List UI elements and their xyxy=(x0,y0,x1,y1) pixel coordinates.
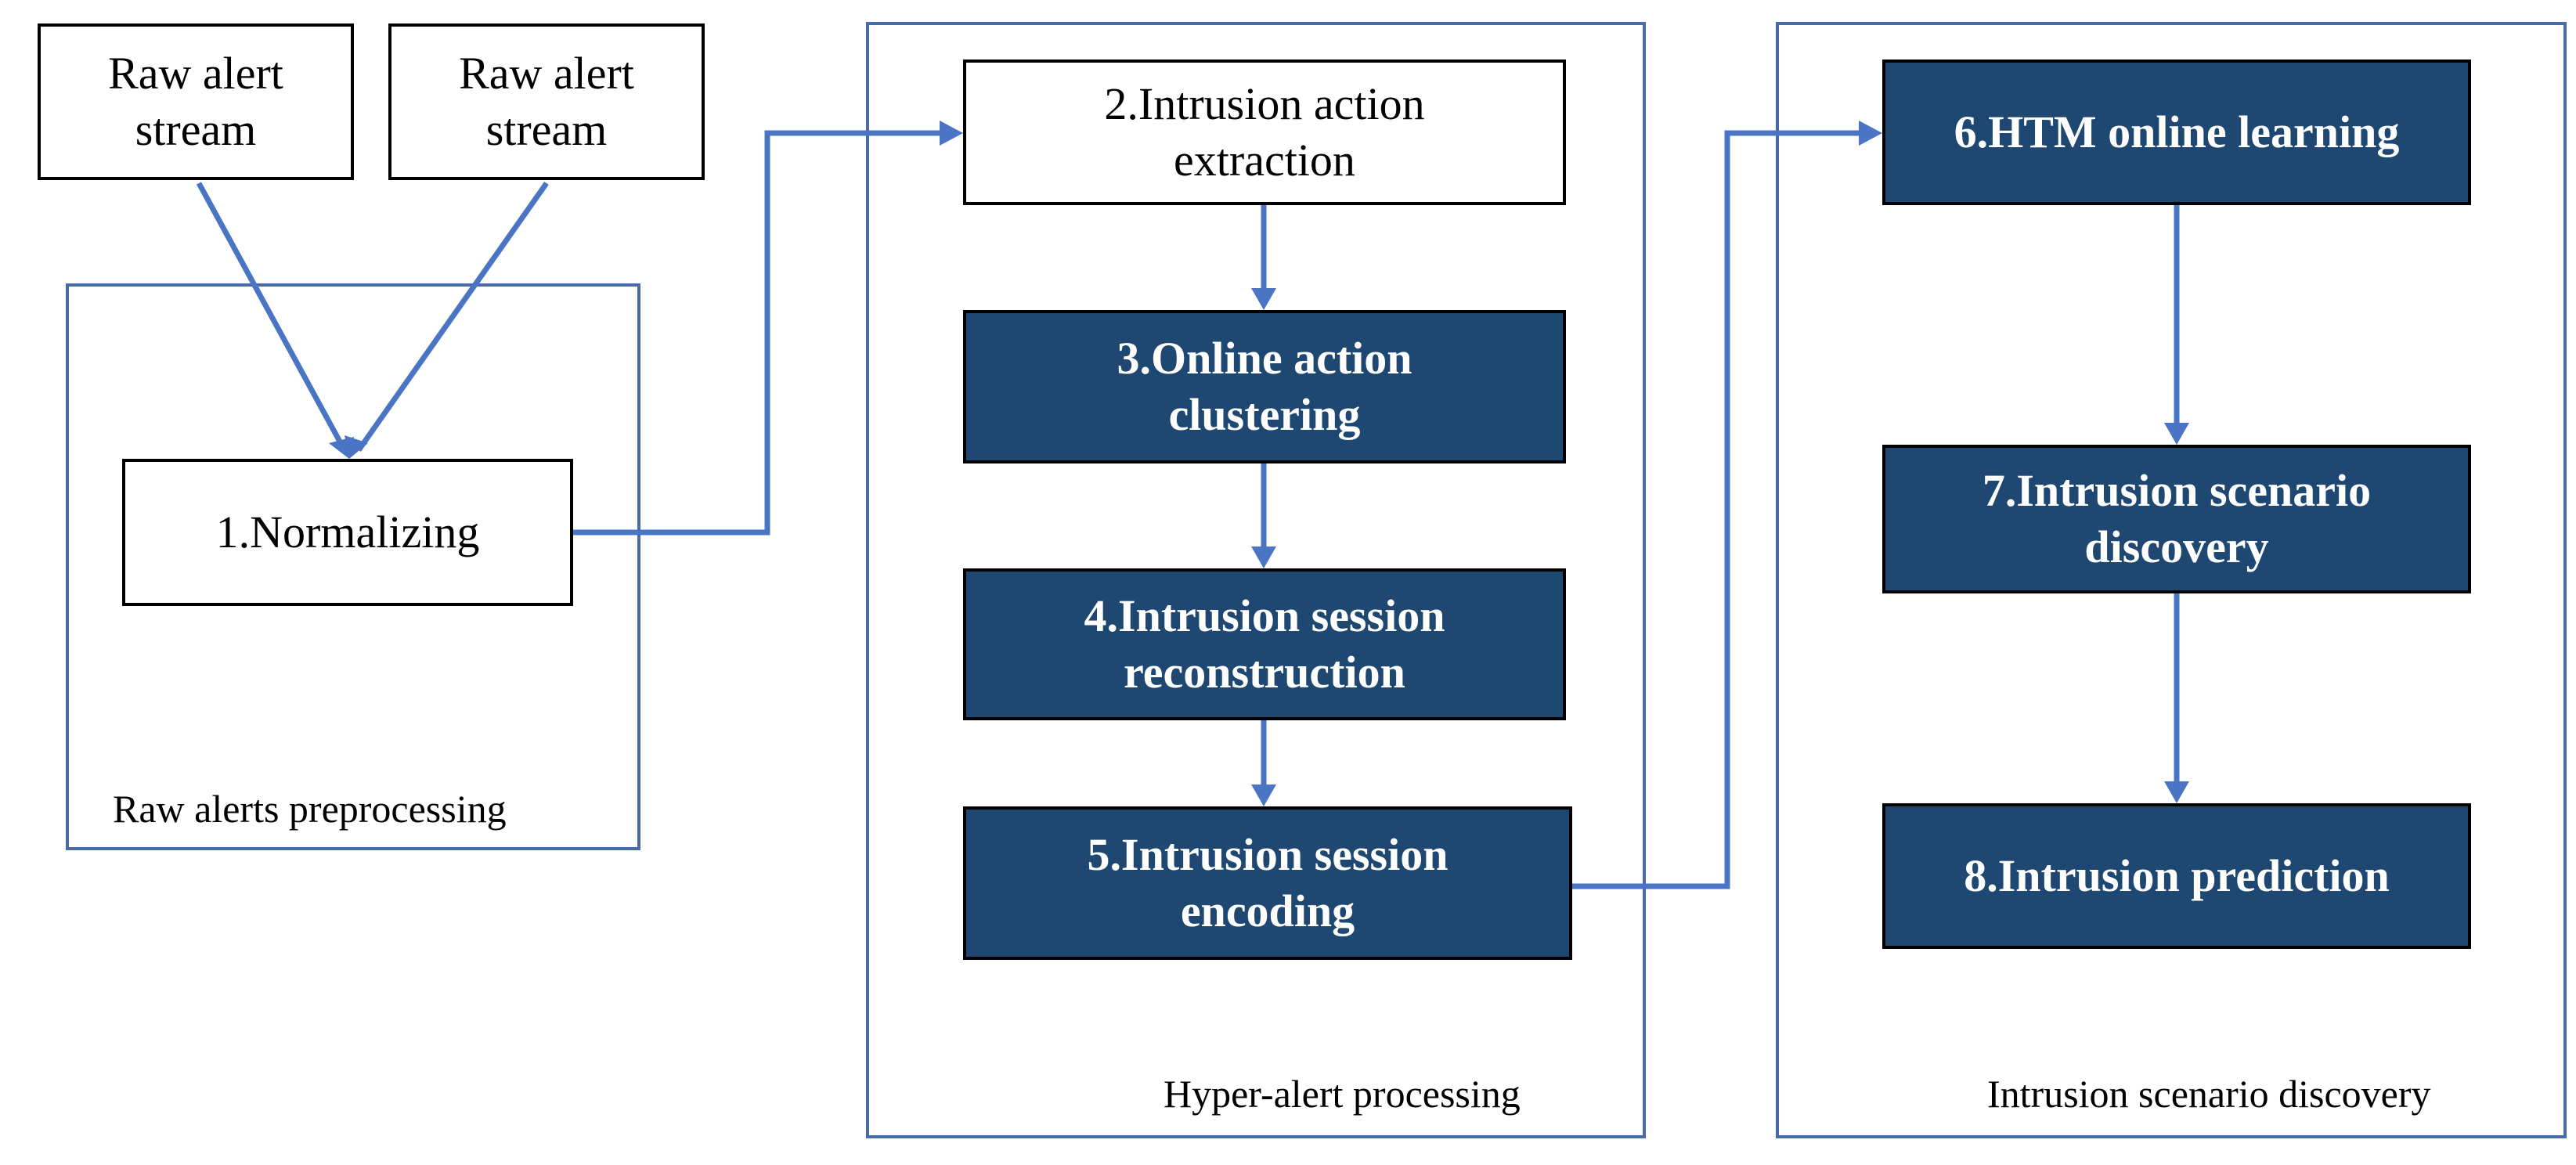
step-8-line1: 8.Intrusion prediction xyxy=(1964,849,2390,901)
raw-alert-stream-2-line1: Raw alert xyxy=(459,47,634,99)
step-4-line2: reconstruction xyxy=(1124,647,1405,698)
step-6-htm-online-learning: 6.HTM online learning xyxy=(1882,60,2471,205)
arrow-input1-to-normalizing xyxy=(196,182,348,452)
step-7-intrusion-scenario-discovery: 7.Intrusion scenario discovery xyxy=(1882,445,2471,593)
arrowhead-scenario xyxy=(2164,423,2189,445)
arrow-input2-to-normalizing xyxy=(356,181,549,453)
step-8-intrusion-prediction: 8.Intrusion prediction xyxy=(1882,803,2471,949)
arrowhead-reconstruction xyxy=(1251,546,1276,568)
step-7-line2: discovery xyxy=(2084,521,2269,572)
container-raw-alerts-preprocessing xyxy=(66,283,640,850)
step-4-line1: 4.Intrusion session xyxy=(1084,590,1445,641)
raw-alert-stream-input-1: Raw alert stream xyxy=(38,23,354,180)
arrow-normalizing-to-extraction xyxy=(573,130,947,536)
container-label-intrusion-scenario-discovery: Intrusion scenario discovery xyxy=(1987,1072,2431,1116)
step-3-line1: 3.Online action xyxy=(1117,332,1412,384)
step-7-line1: 7.Intrusion scenario xyxy=(1982,464,2372,516)
raw-alert-stream-1-line1: Raw alert xyxy=(108,47,283,99)
arrow-encoding-to-htm xyxy=(1572,130,1867,889)
step-3-line2: clustering xyxy=(1168,389,1361,440)
arrowhead-htm xyxy=(1859,121,1882,146)
raw-alert-stream-input-2: Raw alert stream xyxy=(388,23,705,180)
container-label-raw-alerts-preprocessing: Raw alerts preprocessing xyxy=(113,787,507,831)
step-5-line2: encoding xyxy=(1180,885,1355,936)
arrowhead-extraction xyxy=(940,121,963,146)
raw-alert-stream-2-line2: stream xyxy=(485,104,608,155)
step-2-intrusion-action-extraction: 2.Intrusion action extraction xyxy=(963,60,1566,205)
arrowhead-input2 xyxy=(345,435,368,459)
raw-alert-stream-1-line2: stream xyxy=(135,104,257,155)
step-3-online-action-clustering: 3.Online action clustering xyxy=(963,310,1566,463)
arrowhead-prediction xyxy=(2164,781,2189,803)
container-label-hyper-alert-processing: Hyper-alert processing xyxy=(1164,1072,1521,1116)
step-6-line1: 6.HTM online learning xyxy=(1954,106,2400,157)
arrowhead-encoding xyxy=(1251,784,1276,806)
step-1-line1: 1.Normalizing xyxy=(215,506,480,557)
container-intrusion-scenario-discovery xyxy=(1776,22,2567,1138)
arrowhead-clustering xyxy=(1251,288,1276,310)
step-2-line1: 2.Intrusion action xyxy=(1104,78,1425,129)
step-4-intrusion-session-reconstruction: 4.Intrusion session reconstruction xyxy=(963,568,1566,720)
step-5-intrusion-session-encoding: 5.Intrusion session encoding xyxy=(963,806,1572,960)
step-1-normalizing: 1.Normalizing xyxy=(122,459,573,606)
step-2-line2: extraction xyxy=(1174,135,1355,186)
container-hyper-alert-processing xyxy=(866,22,1646,1138)
step-5-line1: 5.Intrusion session xyxy=(1087,828,1449,880)
